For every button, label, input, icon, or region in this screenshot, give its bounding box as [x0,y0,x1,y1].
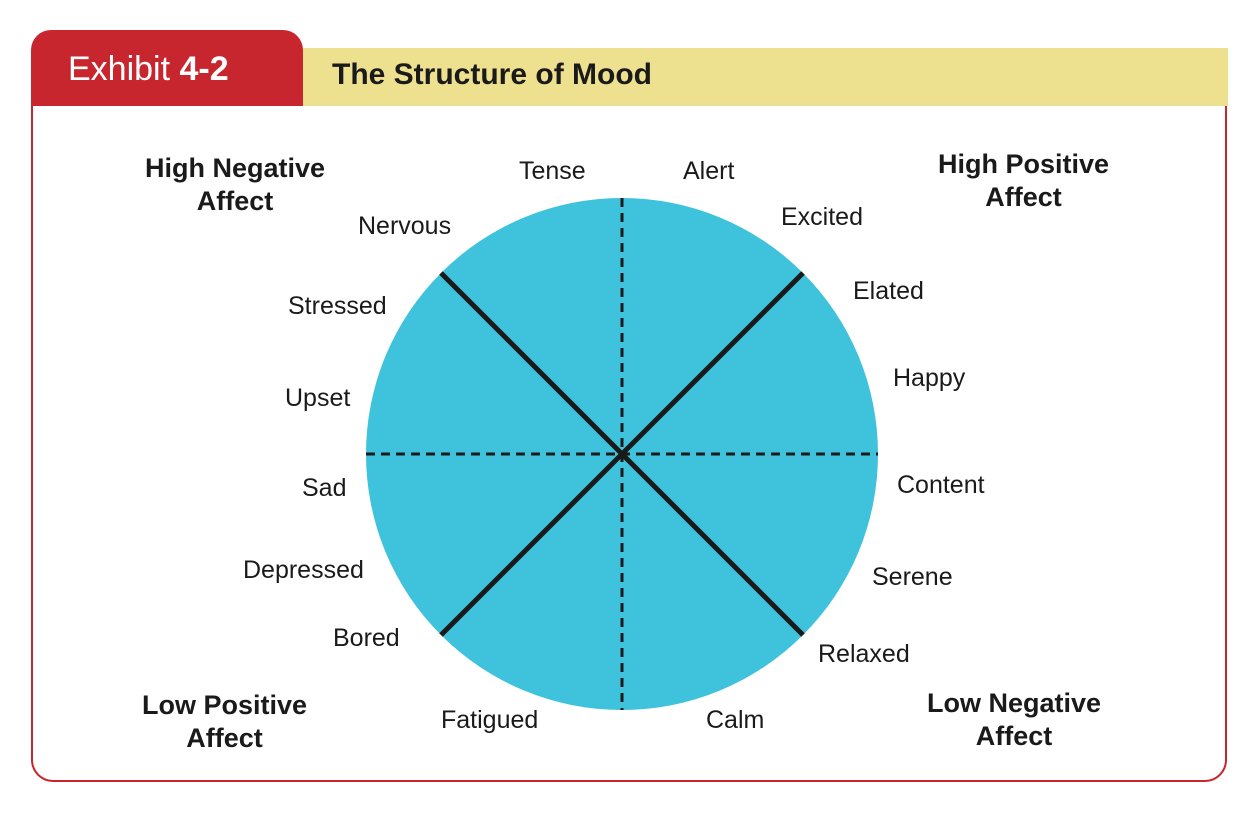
mood-label-elated: Elated [853,277,924,305]
quadrant-label-line: Low Positive [142,690,308,720]
quadrant-label-line: Affect [196,186,274,216]
mood-label-nervous: Nervous [358,212,452,240]
mood-label-bored: Bored [333,624,400,652]
mood-label-fatigued: Fatigued [441,706,539,734]
mood-label-excited: Excited [781,203,863,231]
mood-label-sad: Sad [302,474,347,502]
title-bar [300,48,1228,106]
quadrant-high-positive-affect: High Positive Affect [938,148,1109,214]
quadrant-label-line: High Negative [145,153,326,183]
mood-label-happy: Happy [893,364,966,392]
page-title: The Structure of Mood [332,58,652,91]
mood-label-upset: Upset [285,384,351,412]
mood-label-depressed: Depressed [243,556,364,584]
quadrant-label-line: Affect [186,723,263,753]
mood-label-serene: Serene [872,563,953,591]
positive-affect-axis [439,271,805,637]
mood-label-tense: Tense [519,157,586,185]
quadrant-low-negative-affect: Low Negative Affect [927,687,1101,753]
mood-label-stressed: Stressed [288,292,387,320]
mood-label-alert: Alert [683,157,735,185]
quadrant-label-line: Low Negative [927,688,1102,718]
exhibit-tab [31,30,303,106]
exhibit-frame [31,104,1227,782]
quadrant-high-negative-affect: High Negative Affect [145,152,325,218]
quadrant-label-line: Affect [975,721,1053,751]
mood-label-content: Content [897,471,985,499]
exhibit-label: Exhibit 4-2 [68,50,229,89]
exhibit-prefix: Exhibit [68,50,171,88]
quadrant-label-line: Affect [985,182,1062,212]
mood-label-relaxed: Relaxed [818,640,910,668]
quadrant-label-line: High Positive [938,149,1110,179]
quadrant-low-positive-affect: Low Positive Affect [142,689,307,755]
mood-label-calm: Calm [706,706,765,734]
exhibit-number: 4-2 [179,50,229,88]
